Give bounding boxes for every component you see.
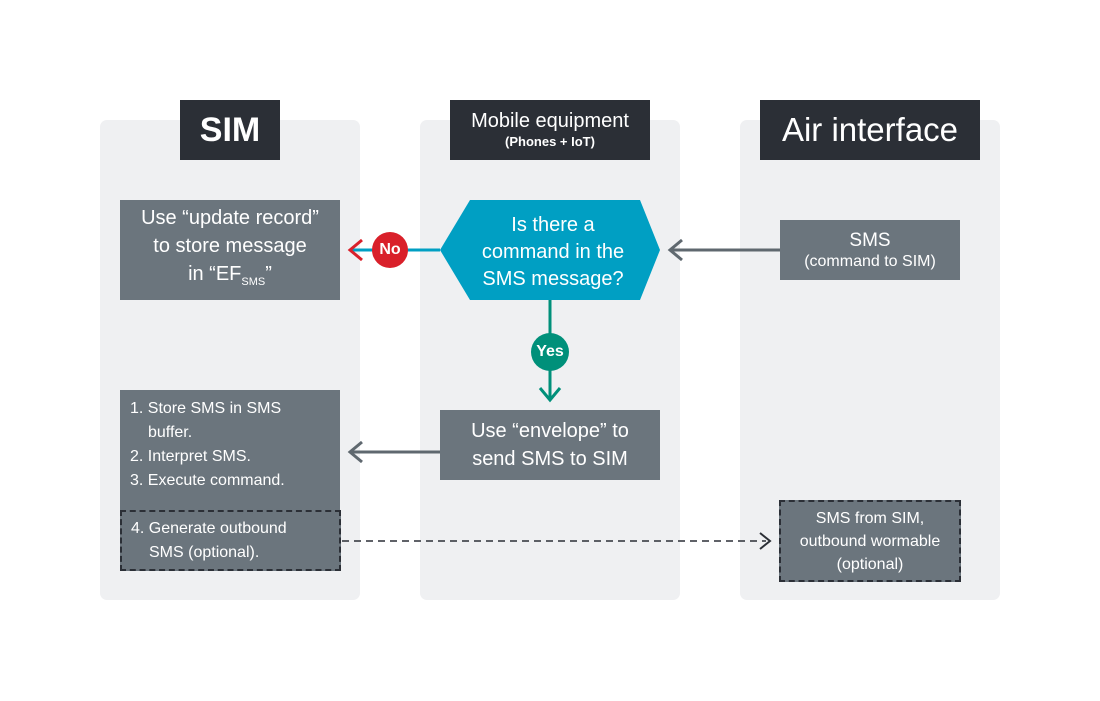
yes-badge-label: Yes [536,343,564,360]
step-2: 2. Interpret SMS. [130,448,251,465]
sms-outbound-line-2: outbound wormable [799,532,941,550]
step-1-line-2: buffer. [148,424,193,441]
arrowhead-envelope-to-sim [347,440,363,464]
update-record-box: Use “update record” to store message in … [120,200,340,300]
step-4-box: 4. Generate outbound SMS (optional). [120,510,341,571]
update-record-line-3-suffix: ” [265,263,272,285]
yes-badge [531,333,569,371]
envelope-box: Use “envelope” to send SMS to SIM [440,410,660,480]
step-3: 3. Execute command. [130,472,285,489]
envelope-line-2: send SMS to SIM [472,448,628,470]
decision-line-1: Is there a [511,213,595,236]
arrowhead-outbound-dashed [759,532,772,550]
sms-outbound-line-1: SMS from SIM, [815,509,925,527]
lane-title-sim-text: SIM [199,110,261,149]
arrowhead-sms-to-decision [667,238,683,262]
no-badge [372,232,408,268]
step-1-line-1: 1. Store SMS in SMS [130,400,282,417]
decision-hexagon [440,200,660,300]
lane-title-mobile-text: Mobile equipment [471,110,629,132]
no-badge-label: No [379,241,401,258]
sms-outbound-line-3: (optional) [836,555,904,573]
envelope-line-1: Use “envelope” to [471,420,629,442]
lane-title-air-text: Air interface [781,111,959,148]
lane-subtitle-mobile-text: (Phones + IoT) [505,134,595,149]
decision-node: Is there a command in the SMS message? [458,204,648,300]
lane-title-sim: SIM [180,100,280,160]
arrowhead-yes-branch [538,387,562,403]
update-record-subscript: SMS [241,276,266,288]
sms-command-box: SMS (command to SIM) [780,220,960,280]
sms-command-line-2: (command to SIM) [804,252,936,270]
sms-outbound-box: SMS from SIM, outbound wormable (optiona… [779,500,961,582]
decision-line-3: SMS message? [482,267,624,290]
update-record-line-3-prefix: in “EF [188,263,242,285]
step-4-line-1: 4. Generate outbound [131,519,287,537]
update-record-line-3: in “EFSMS” [188,260,272,296]
update-record-line-2: to store message [153,235,307,257]
lane-title-air-interface: Air interface [760,100,980,160]
update-record-line-1: Use “update record” [141,207,319,229]
decision-line-2: command in the [481,240,625,263]
arrowhead-no-branch [347,238,363,262]
step-4-line-2: SMS (optional). [149,543,260,561]
sms-command-line-1: SMS [849,229,891,251]
lane-title-mobile-equipment: Mobile equipment (Phones + IoT) [450,100,650,160]
